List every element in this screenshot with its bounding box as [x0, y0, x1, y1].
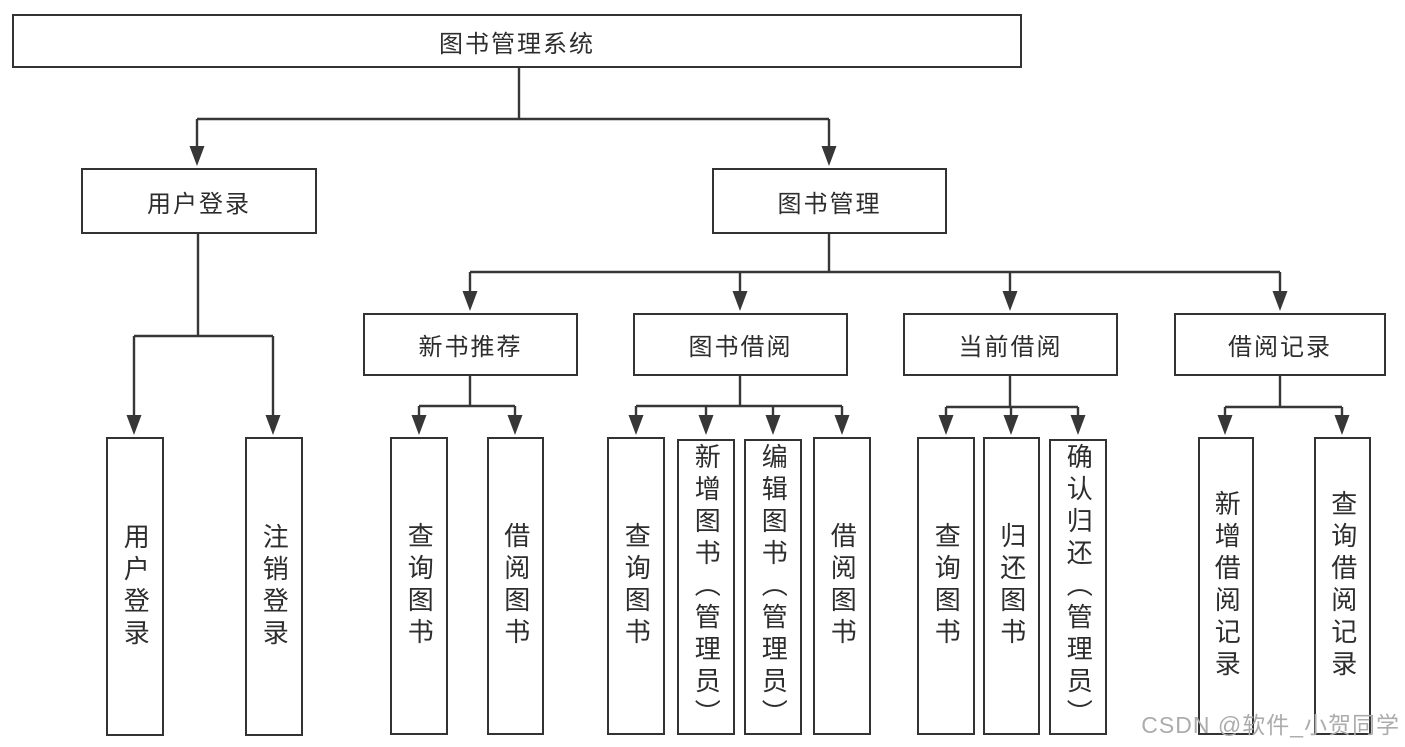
- node-leaf-bb-edit-books: 编辑图书（管理员）: [744, 439, 802, 735]
- node-label-leaf-bb-add-books: 新增图书（管理员）: [691, 443, 722, 731]
- arrowhead-icon: [126, 415, 142, 435]
- node-root: 图书管理系统: [12, 14, 1022, 68]
- node-label-leaf-cb-return-books: 归还图书: [996, 522, 1027, 650]
- node-label-new-book-recommend: 新书推荐: [418, 334, 523, 361]
- node-borrowing-records: 借阅记录: [1174, 313, 1386, 376]
- node-leaf-user-login: 用户登录: [106, 437, 164, 736]
- arrowhead-icon: [938, 415, 954, 435]
- arrowhead-icon: [411, 415, 427, 435]
- node-label-book-borrowing: 图书借阅: [688, 334, 793, 361]
- node-leaf-cb-confirm-return: 确认归还（管理员）: [1049, 439, 1107, 735]
- node-label-current-borrowing: 当前借阅: [958, 334, 1063, 361]
- node-leaf-bb-query-books: 查询图书: [607, 437, 665, 735]
- arrowhead-icon: [1334, 415, 1350, 435]
- arrowhead-icon: [265, 415, 281, 435]
- node-leaf-nbr-borrow-books: 借阅图书: [487, 437, 544, 735]
- arrowhead-icon: [821, 146, 837, 166]
- node-new-book-recommend: 新书推荐: [363, 313, 578, 376]
- connector-path: [468, 234, 1282, 294]
- node-book-borrowing: 图书借阅: [633, 313, 848, 376]
- arrowhead-icon: [1272, 291, 1288, 311]
- node-leaf-cb-query-books: 查询图书: [917, 437, 975, 735]
- arrowhead-icon: [732, 291, 748, 311]
- arrowhead-icon: [765, 415, 781, 435]
- connector-path: [195, 68, 831, 149]
- node-label-user-login: 用户登录: [147, 190, 251, 218]
- node-user-login: 用户登录: [81, 168, 317, 234]
- connector-path: [132, 234, 275, 418]
- arrowhead-icon: [462, 291, 478, 311]
- watermark-text: CSDN @软件_小贺同学: [1141, 712, 1400, 738]
- node-leaf-nbr-query-books: 查询图书: [390, 437, 448, 735]
- node-leaf-bb-add-books: 新增图书（管理员）: [677, 439, 735, 735]
- node-leaf-bb-borrow-books: 借阅图书: [813, 437, 871, 735]
- node-label-borrowing-records: 借阅记录: [1228, 334, 1332, 361]
- node-leaf-br-add-record: 新增借阅记录: [1198, 437, 1254, 735]
- node-current-borrowing: 当前借阅: [903, 313, 1118, 376]
- node-label-leaf-nbr-query-books: 查询图书: [404, 522, 435, 650]
- node-label-leaf-bb-query-books: 查询图书: [621, 522, 652, 650]
- arrowhead-icon: [1003, 415, 1019, 435]
- connector-path: [417, 376, 517, 418]
- node-label-leaf-nbr-borrow-books: 借阅图书: [500, 522, 531, 650]
- arrowhead-icon: [1002, 291, 1018, 311]
- arrowhead-icon: [507, 415, 523, 435]
- arrowhead-icon: [1217, 415, 1233, 435]
- arrowhead-icon: [1070, 415, 1086, 435]
- node-leaf-logout: 注销登录: [245, 437, 303, 736]
- arrowhead-icon: [628, 415, 644, 435]
- node-label-leaf-user-login: 用户登录: [120, 522, 151, 651]
- arrowhead-icon: [189, 146, 205, 166]
- arrowhead-icon: [834, 415, 850, 435]
- node-leaf-cb-return-books: 归还图书: [983, 437, 1040, 735]
- node-label-leaf-bb-borrow-books: 借阅图书: [827, 522, 858, 650]
- connector-path: [1223, 376, 1344, 418]
- node-label-leaf-logout: 注销登录: [259, 522, 290, 651]
- node-label-root: 图书管理系统: [439, 30, 595, 58]
- node-label-book-management: 图书管理: [777, 190, 882, 218]
- node-label-leaf-bb-edit-books: 编辑图书（管理员）: [758, 443, 789, 731]
- node-label-leaf-br-query-record: 查询借阅记录: [1327, 490, 1358, 682]
- connector-path: [944, 376, 1080, 418]
- node-leaf-br-query-record: 查询借阅记录: [1314, 437, 1371, 735]
- node-label-leaf-br-add-record: 新增借阅记录: [1211, 490, 1242, 682]
- arrowhead-icon: [698, 415, 714, 435]
- node-label-leaf-cb-confirm-return: 确认归还（管理员）: [1063, 443, 1094, 731]
- node-book-management: 图书管理: [712, 168, 947, 234]
- connector-path: [634, 376, 844, 418]
- node-label-leaf-cb-query-books: 查询图书: [931, 522, 962, 650]
